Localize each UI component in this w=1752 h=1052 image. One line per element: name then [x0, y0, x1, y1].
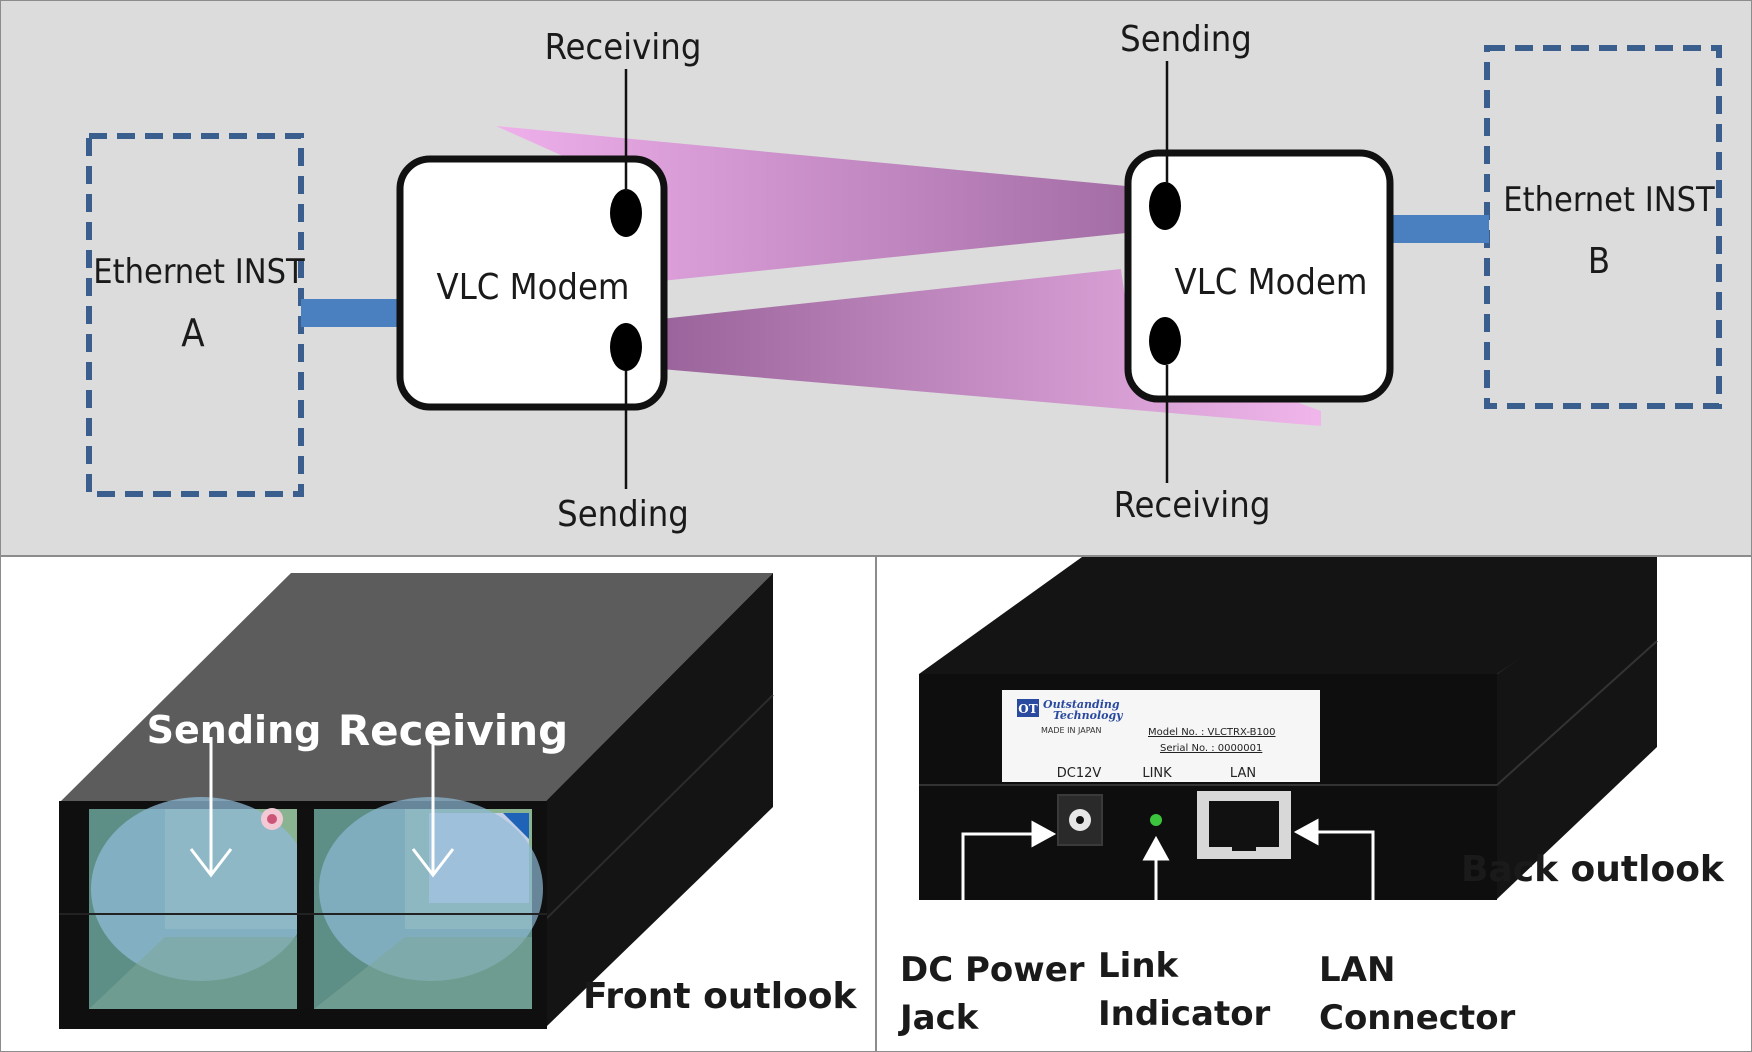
ethernet-inst-a-box [86, 133, 304, 497]
cable-b [1391, 215, 1489, 243]
dc-power-label-2: Jack [898, 998, 980, 1038]
front-sending-label: Sending [147, 708, 322, 752]
link-indicator-led [1150, 814, 1162, 826]
serial-number: Serial No. : 0000001 [1160, 743, 1262, 754]
left-sender-lens [610, 323, 642, 371]
label-right-sending: Sending [1120, 19, 1252, 60]
receiving-arrow [411, 737, 455, 878]
right-sender-lens [1149, 182, 1181, 230]
brand-logo-mark: OT [1018, 702, 1037, 716]
front-device-drawing: Sending Receiving Front outlook [59, 573, 858, 1029]
lan-connector-arrow [1293, 818, 1375, 939]
device-seam-right [545, 694, 774, 920]
modem-right-label: VLC Modem [1175, 262, 1368, 303]
lan-connector-socket [1209, 801, 1279, 847]
diagram-canvas: Ethernet INST A Ethernet INST B VLC Mode… [86, 19, 1722, 535]
left-receiver-lens [610, 189, 642, 237]
back-outlook-caption: Back outlook [1461, 849, 1725, 890]
device-right-side [546, 573, 773, 1027]
ethernet-inst-b-box [1484, 45, 1722, 409]
dc-power-label-1: DC Power [900, 950, 1085, 990]
sending-window-floor [89, 937, 297, 1009]
front-outlook-panel: Sending Receiving Front outlook [0, 556, 876, 1052]
front-outlook-caption: Front outlook [583, 976, 858, 1017]
device-top-face [61, 573, 773, 801]
receiving-window-floor [314, 937, 532, 1009]
receiving-corner-mark [503, 813, 529, 839]
back-outlook-panel: OT Outstanding Technology MADE IN JAPAN … [876, 556, 1752, 1052]
link-indicator-label-1: Link [1098, 946, 1180, 986]
label-left-receiving: Receiving [545, 27, 702, 68]
product-label [1002, 690, 1320, 782]
inst-a-label-1: Ethernet INST [93, 252, 305, 292]
lan-connector-label-2: Connector [1319, 998, 1516, 1038]
model-number: Model No. : VLCTRX-B100 [1148, 727, 1276, 738]
dc-jack-pin [1076, 816, 1084, 824]
link-indicator-arrow [1142, 835, 1170, 939]
brand-logo [1017, 699, 1039, 717]
vlc-modem-right [1124, 149, 1394, 403]
back-device-right-side [1497, 565, 1657, 899]
sending-indicator-core [267, 814, 277, 824]
brand-line-1: Outstanding [1043, 698, 1120, 711]
brand-line-2: Technology [1053, 709, 1124, 722]
port-label-lan: LAN [1230, 766, 1256, 781]
lan-connector-clip [1232, 843, 1256, 851]
port-label-dc: DC12V [1057, 766, 1102, 781]
port-label-link: LINK [1142, 766, 1172, 781]
made-in-label: MADE IN JAPAN [1041, 726, 1101, 735]
back-device-top-face [919, 557, 1657, 674]
inst-b-label-2: B [1588, 241, 1610, 282]
back-device-seam-right [1496, 640, 1658, 786]
window-divider [297, 809, 314, 1009]
label-right-receiving: Receiving [1114, 485, 1271, 526]
front-receiving-label: Receiving [338, 706, 568, 755]
link-indicator-label-2: Indicator [1098, 994, 1271, 1034]
modem-left-label: VLC Modem [437, 267, 630, 308]
vlc-link-diagram: Ethernet INST A Ethernet INST B VLC Mode… [0, 0, 1752, 556]
right-receiver-lens [1149, 317, 1181, 365]
inst-a-label-2: A [181, 311, 205, 355]
lan-connector-label-1: LAN [1319, 950, 1395, 990]
inst-b-label-1: Ethernet INST [1503, 180, 1715, 220]
cable-a [301, 299, 404, 327]
dc-power-arrow [961, 820, 1057, 939]
label-left-sending: Sending [557, 494, 689, 535]
sending-arrow [189, 737, 233, 878]
sending-lens [91, 797, 311, 981]
receiving-lens [319, 797, 543, 981]
back-device-drawing: OT Outstanding Technology MADE IN JAPAN … [898, 557, 1725, 1038]
vlc-modem-left [396, 155, 668, 411]
